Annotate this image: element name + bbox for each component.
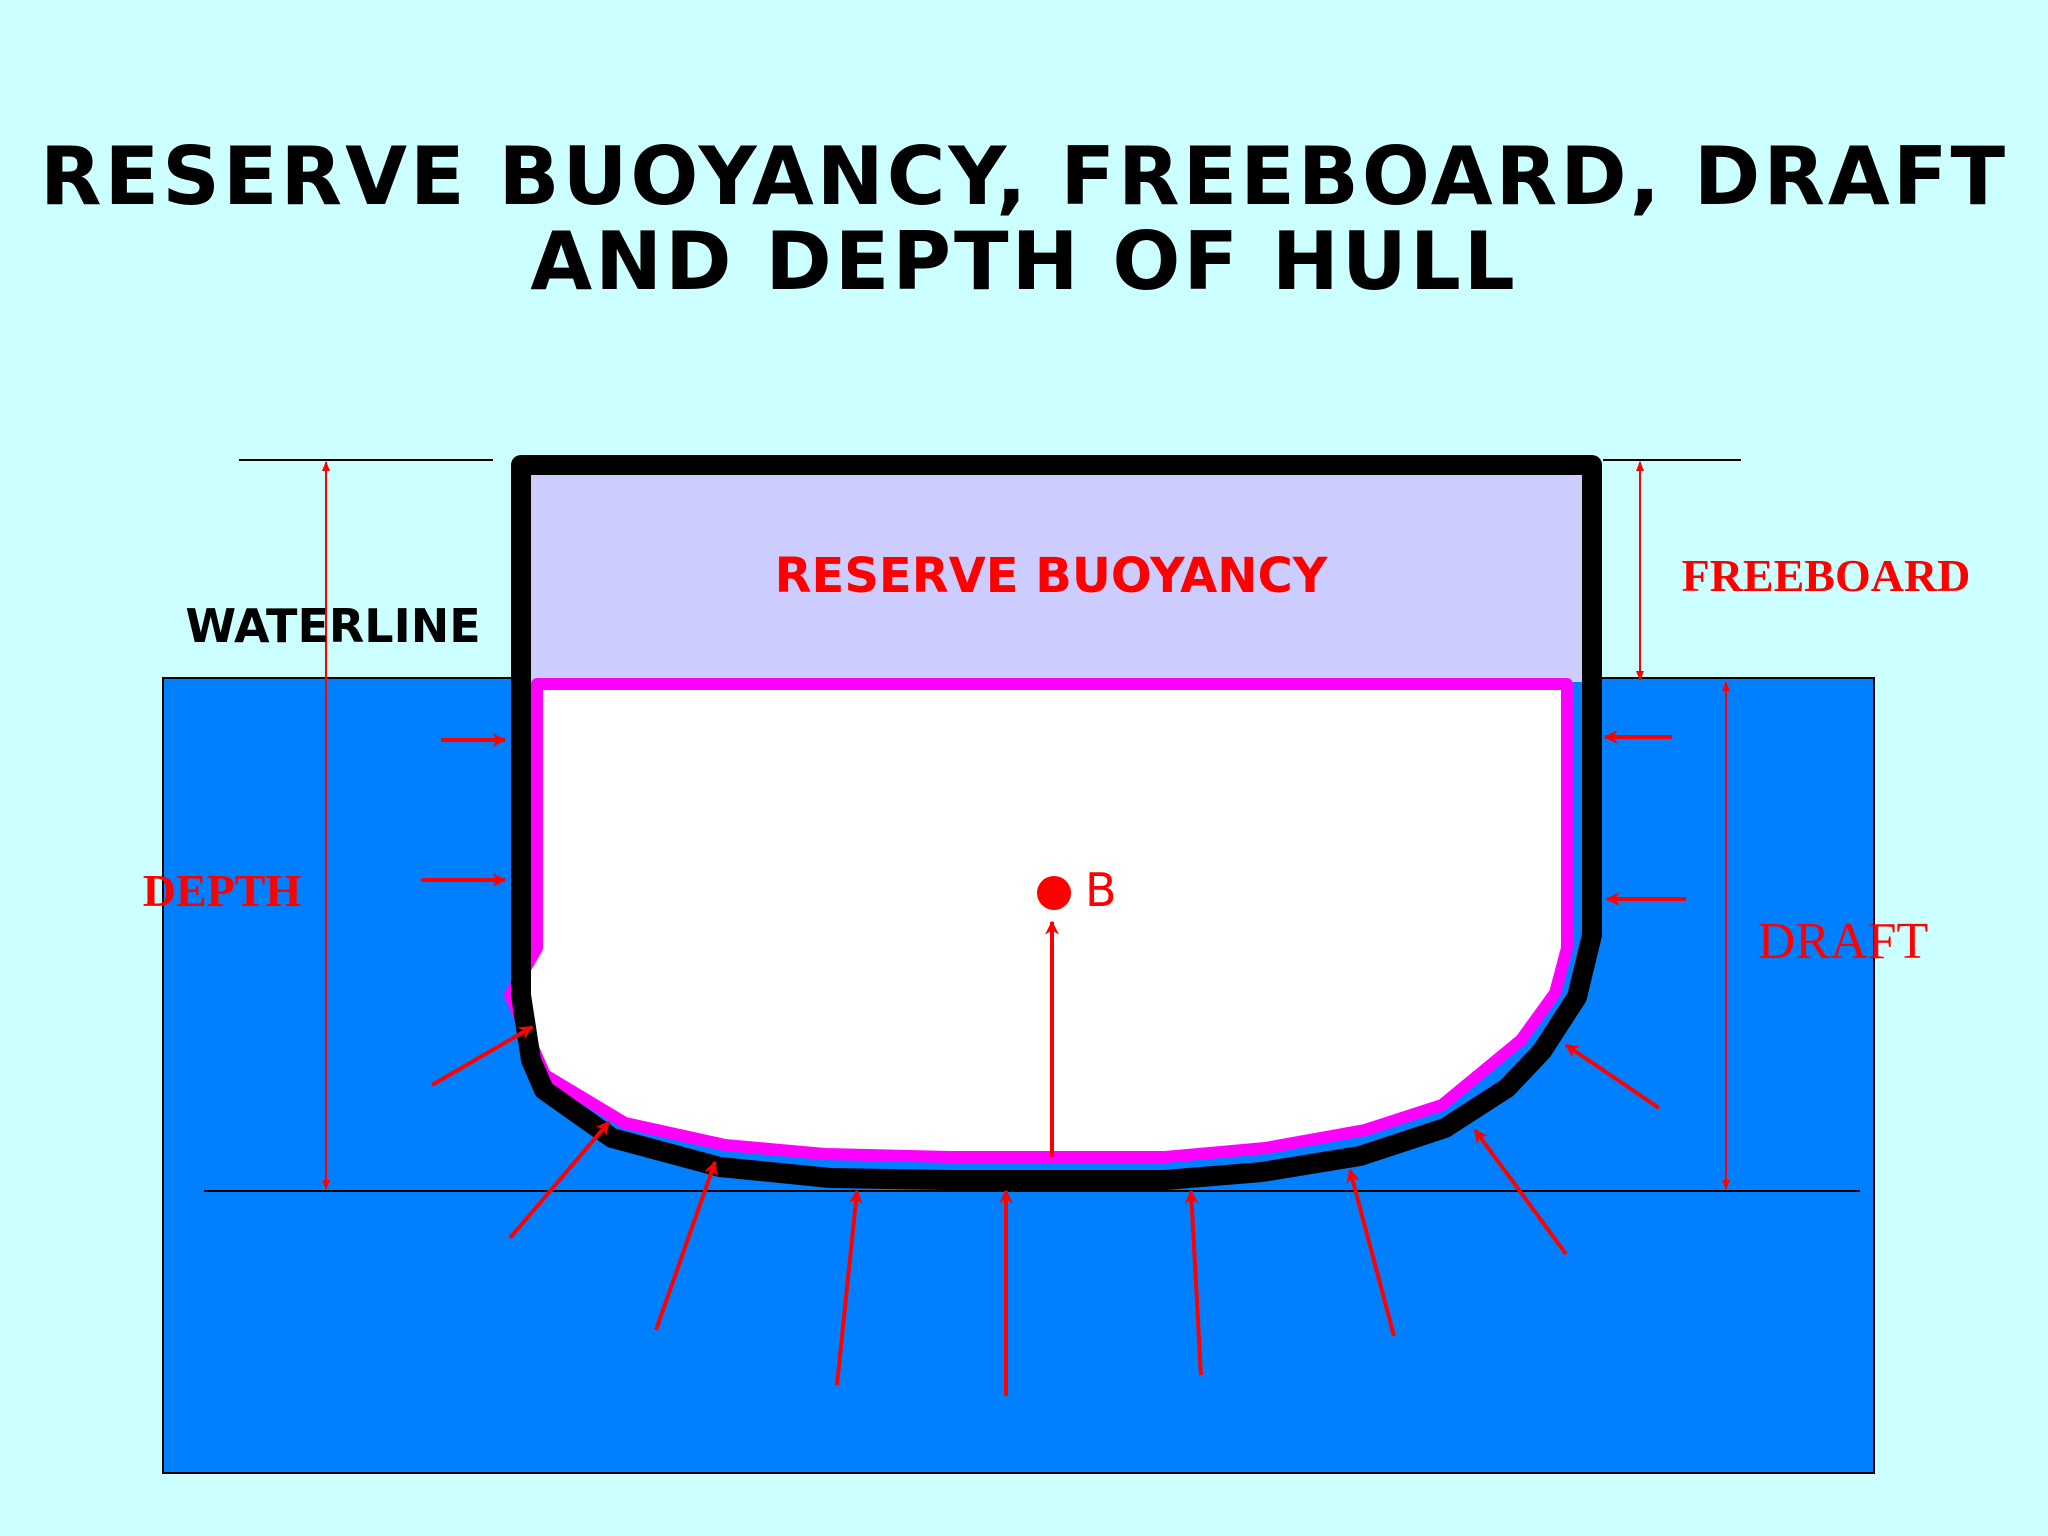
depth-label: DEPTH <box>143 865 302 916</box>
waterline-label: WATERLINE <box>185 599 480 653</box>
center-of-buoyancy-label: B <box>1085 863 1117 917</box>
reserve-buoyancy-area <box>528 474 1586 682</box>
submerged-hull-area <box>504 678 1573 1163</box>
pressure-arrow <box>430 1025 534 1087</box>
water-pressure-arrows <box>421 730 1686 1396</box>
title-line-1: RESERVE BUOYANCY, FREEBOARD, DRAFT <box>39 130 2009 223</box>
pressure-arrow <box>1473 1128 1568 1256</box>
freeboard-label: FREEBOARD <box>1682 550 1971 601</box>
pressure-arrow <box>1184 1189 1203 1376</box>
title-line-2: AND DEPTH OF HULL <box>530 215 1518 308</box>
pressure-arrow <box>1346 1168 1396 1337</box>
pressure-arrow <box>1564 1043 1661 1110</box>
pressure-arrow <box>654 1160 718 1331</box>
draft-label: DRAFT <box>1758 913 1928 970</box>
pressure-arrow <box>508 1120 611 1240</box>
hull-outline <box>511 455 1602 1190</box>
reserve-buoyancy-label: RESERVE BUOYANCY <box>775 548 1329 604</box>
pressure-arrow <box>835 1189 863 1386</box>
center-of-buoyancy-dot <box>1037 876 1071 910</box>
